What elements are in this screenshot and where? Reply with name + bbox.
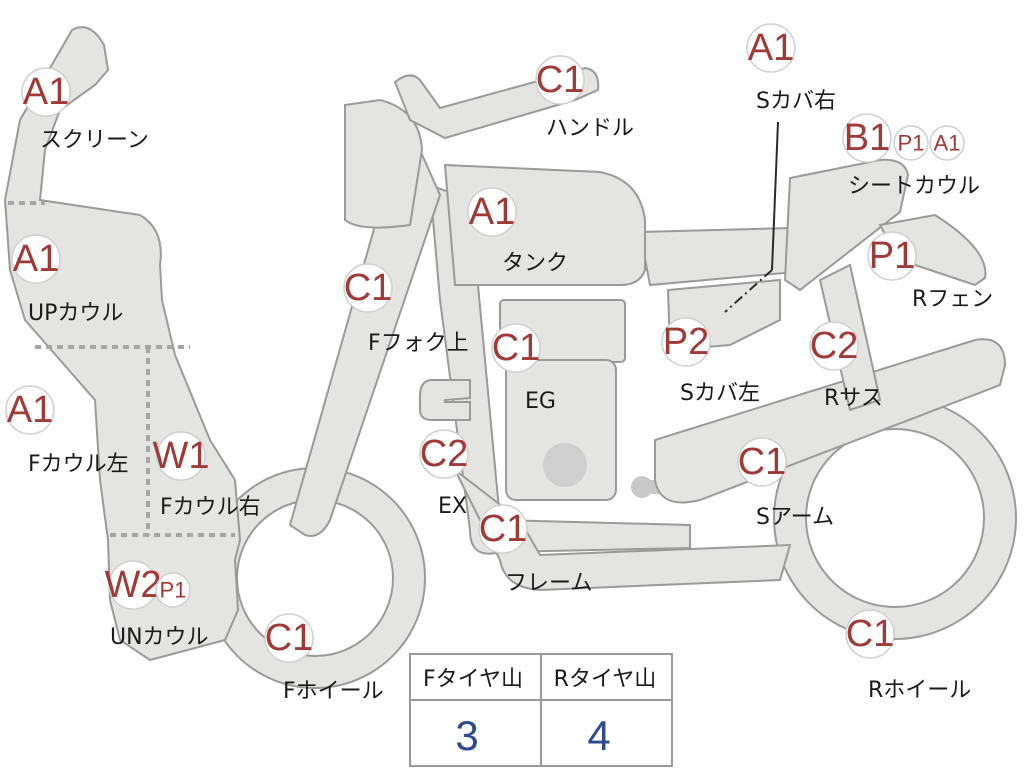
grade-badge-s-cover-right: A1 (746, 23, 796, 73)
part-label-s-cover-left: Sカバ左 (680, 381, 760, 406)
grade-badge-tank: A1 (467, 187, 517, 237)
svg-text:W1: W1 (153, 435, 210, 477)
grade-badge-f-cowl-right: W1 (153, 431, 210, 481)
grade-badge-s-cover-left: P2 (661, 317, 711, 367)
svg-text:A1: A1 (748, 27, 794, 69)
svg-text:C2: C2 (420, 433, 469, 475)
part-label-up-cowl: UPカウル (28, 301, 123, 326)
grade-badge-f-fork-upper: C1 (343, 263, 393, 313)
svg-text:P2: P2 (663, 321, 709, 363)
part-label-ex: EX (438, 494, 467, 519)
engine-circle (543, 443, 587, 487)
grade-badge-screen: A1 (21, 67, 71, 117)
grade-badge-s-arm: C1 (737, 437, 787, 487)
part-label-frame: フレーム (505, 571, 592, 596)
svg-text:C1: C1 (738, 441, 787, 483)
grade-badge-up-cowl: A1 (11, 234, 61, 284)
svg-text:P1: P1 (160, 578, 187, 603)
engine-shape (505, 359, 617, 501)
svg-text:C1: C1 (536, 59, 585, 101)
grade-badge-seat-cowl-tertiary: A1 (929, 125, 965, 161)
grade-badge-r-sus: C2 (809, 321, 859, 371)
svg-text:W2: W2 (105, 564, 162, 606)
svg-text:C1: C1 (344, 267, 393, 309)
frame-lower-shape (454, 469, 792, 592)
part-label-s-cover-right: Sカバ右 (756, 89, 836, 114)
part-label-eg: EG (525, 389, 556, 414)
grade-badge-handle: C1 (535, 55, 585, 105)
grade-badge-f-cowl-left: A1 (5, 385, 55, 435)
part-label-seat-cowl: シートカウル (848, 174, 980, 199)
exhaust-shape (419, 379, 471, 421)
seat-cowl-shape (783, 158, 910, 292)
grade-badge-ex: C2 (419, 429, 469, 479)
svg-text:P1: P1 (869, 235, 915, 277)
part-label-f-fork-upper: Fフォク上 (368, 331, 469, 356)
svg-text:A1: A1 (934, 131, 961, 156)
svg-text:C1: C1 (492, 327, 541, 369)
svg-text:C1: C1 (265, 617, 314, 659)
grade-badge-f-wheel: C1 (264, 613, 314, 663)
part-label-un-cowl: UNカウル (110, 625, 209, 650)
rear-tire-value: 4 (587, 712, 610, 759)
svg-text:A1: A1 (7, 389, 53, 431)
svg-text:B1: B1 (844, 117, 890, 159)
leader-line (771, 121, 779, 271)
svg-text:A1: A1 (469, 191, 515, 233)
front-tire-value: 3 (455, 712, 478, 759)
grade-badge-seat-cowl-secondary: P1 (893, 125, 929, 161)
headlight-shape (344, 98, 424, 229)
fairing-shape (3, 26, 242, 662)
rear-fender-shape (878, 213, 987, 287)
svg-text:C1: C1 (479, 508, 528, 550)
part-label-screen: スクリーン (40, 128, 149, 153)
part-label-r-wheel: Rホイール (868, 678, 971, 703)
part-label-f-cowl-right: Fカウル右 (160, 495, 261, 520)
part-label-f-wheel: Fホイール (283, 679, 384, 704)
front-fork-shape (288, 148, 442, 537)
grade-badge-un-cowl: W2 (105, 560, 162, 610)
part-label-tank: タンク (502, 251, 568, 276)
part-label-handle: ハンドル (546, 116, 634, 141)
svg-text:C1: C1 (846, 613, 895, 655)
front-tire-header: Fタイヤ山 (423, 667, 523, 692)
grade-badge-frame: C1 (478, 504, 528, 554)
part-label-r-sus: Rサス (824, 386, 883, 411)
svg-text:A1: A1 (23, 71, 69, 113)
part-label-s-arm: Sアーム (756, 505, 834, 530)
grade-badge-un-cowl-secondary: P1 (155, 572, 191, 608)
rear-tire-header: Rタイヤ山 (554, 667, 657, 692)
svg-text:C2: C2 (810, 325, 859, 367)
grade-badge-eg: C1 (491, 323, 541, 373)
part-label-r-fender: Rフェン (912, 287, 993, 312)
grade-badge-r-fender: P1 (867, 231, 917, 281)
svg-text:A1: A1 (13, 238, 59, 280)
part-label-f-cowl-left: Fカウル左 (28, 452, 129, 477)
grade-badge-r-wheel: C1 (845, 609, 895, 659)
svg-text:P1: P1 (898, 131, 925, 156)
tire-tread-table: Fタイヤ山 Rタイヤ山 3 4 (409, 653, 673, 767)
grade-badge-seat-cowl: B1 (842, 113, 892, 163)
